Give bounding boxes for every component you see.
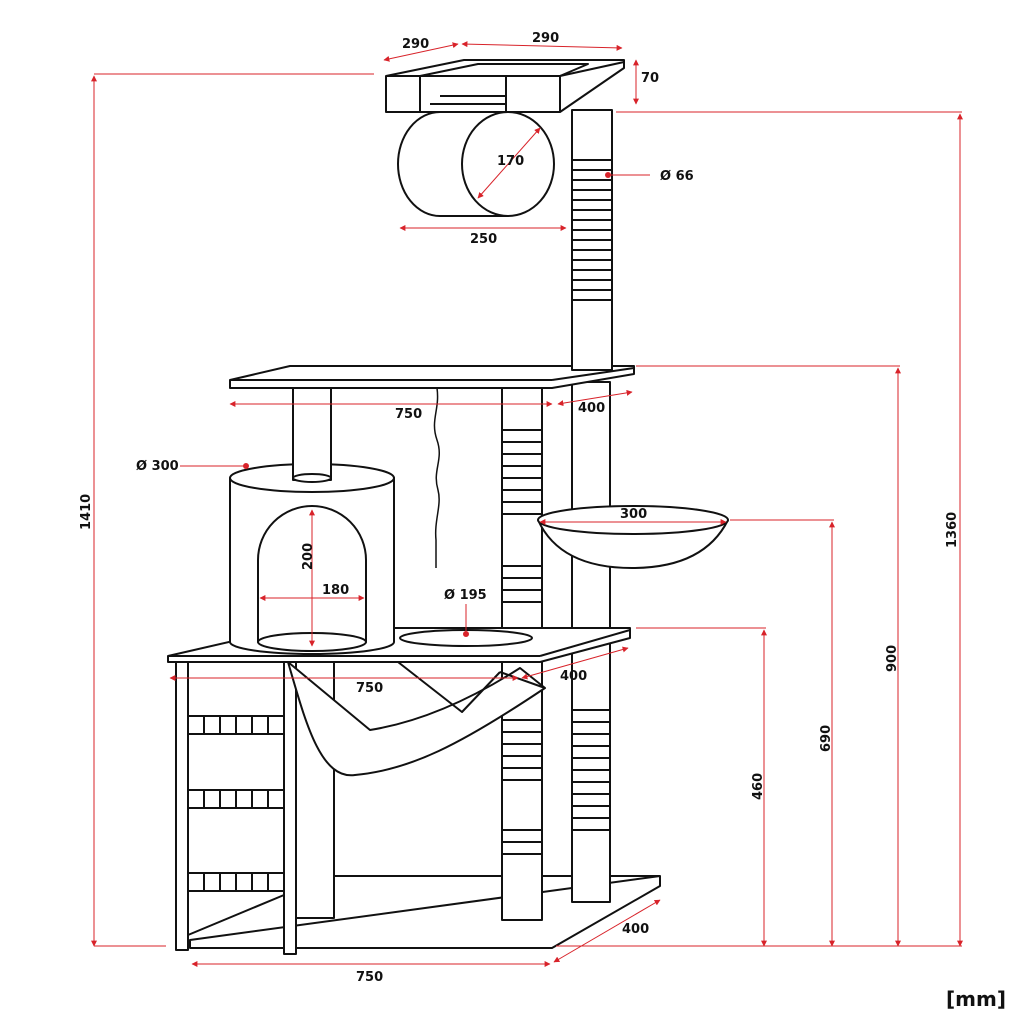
label-basket-width: 300	[620, 507, 647, 522]
post-sisal-wrap	[502, 709, 610, 855]
unit-label: [mm]	[946, 987, 1006, 1011]
basket	[537, 505, 729, 569]
label-mid-platform-width: 750	[395, 407, 422, 422]
label-base-width: 750	[356, 970, 383, 985]
dimension-labels: 290 290 70 170 Ø 66 250 750 400 Ø 300 30…	[79, 31, 1006, 1011]
label-mid-platform-height: 900	[885, 645, 900, 672]
middle-platform	[229, 365, 635, 389]
tunnel	[397, 111, 555, 217]
post-sisal-wrap	[502, 429, 542, 603]
mid-post-front	[501, 387, 543, 649]
label-total-height: 1410	[79, 494, 94, 530]
label-mid-platform-depth: 400	[578, 401, 605, 416]
cat-tree-structure	[167, 59, 729, 955]
ladder-rung	[187, 715, 285, 735]
top-tray	[385, 59, 625, 113]
label-base-depth: 400	[622, 922, 649, 937]
label-cave-opening-width: 180	[322, 583, 349, 598]
toy-rope	[433, 387, 441, 568]
label-cave-diameter: Ø 300	[136, 459, 179, 474]
label-tunnel-diameter: 170	[497, 154, 524, 169]
post-sisal-wrap	[572, 159, 612, 301]
label-cave-opening-height: 200	[301, 543, 316, 570]
label-top-post-diameter: Ø 66	[660, 169, 694, 184]
ladder-rung	[187, 789, 285, 809]
label-top-platform-width-right: 290	[532, 31, 559, 46]
dimension-lines	[91, 41, 963, 967]
ladder-rung	[187, 872, 285, 892]
label-lower-platform-depth: 400	[560, 669, 587, 684]
label-post-top-height: 1360	[945, 512, 960, 548]
label-top-platform-width-left: 290	[402, 37, 429, 52]
label-top-platform-height: 70	[641, 71, 659, 86]
label-basket-height: 690	[819, 725, 834, 752]
label-tunnel-length: 250	[470, 232, 497, 247]
label-lower-platform-width: 750	[356, 681, 383, 696]
label-lower-platform-height: 460	[751, 773, 766, 800]
ladder	[175, 661, 297, 955]
label-hole-diameter: Ø 195	[444, 588, 487, 603]
reference-dots	[243, 172, 611, 637]
cave-post	[292, 387, 332, 481]
